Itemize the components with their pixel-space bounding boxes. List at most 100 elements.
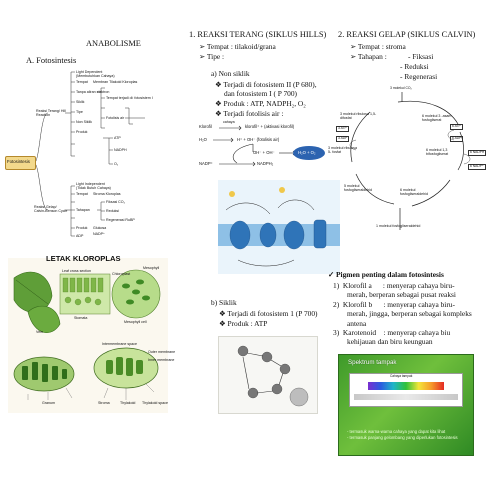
calvin-bpg: 6 molekul 1,3 bifosfogliserat bbox=[426, 148, 449, 157]
arrow-bullet-icon: ➢ bbox=[350, 42, 358, 51]
stage-item: - Reduksi bbox=[400, 62, 429, 71]
check-bullet-icon: ❖ bbox=[219, 309, 228, 318]
tree-dark-item: NADP⁺ bbox=[93, 232, 105, 236]
photolysis-nadp: NADP⁺ bbox=[199, 161, 213, 166]
photolysis-arrows bbox=[213, 125, 325, 167]
label-stroma: Stroma bbox=[98, 401, 110, 405]
arrow-bullet-icon: ➢ bbox=[199, 42, 207, 51]
spektrum-tampak-slide: Spektrum tampak Cahaya tampak - termasuk… bbox=[338, 354, 474, 456]
check-bullet-icon: ✓ bbox=[328, 270, 337, 279]
calvin-adp3: 3 ADP bbox=[336, 136, 350, 142]
tree-light-item: ATP bbox=[114, 136, 121, 140]
tree-dark-item: Tempat bbox=[76, 192, 88, 196]
label-outer-membrane: Outer membrane bbox=[148, 350, 176, 354]
siklik-diagram bbox=[218, 336, 318, 414]
calvin-nadph: 6 NADPH bbox=[468, 150, 487, 156]
branch-light-label: Reaksi Terang/ Hill Reaction bbox=[36, 109, 66, 118]
calvin-nadp: 6 NADP⁺ bbox=[468, 164, 486, 170]
tree-dark-item: Fiksasi CO₂ bbox=[106, 200, 125, 204]
pigment-item: 3) Karotenoid : menyerap cahaya biu kehi… bbox=[333, 328, 451, 347]
slide-text-1: - termasuk warna-warna cahaya yang dapat… bbox=[347, 429, 446, 434]
non-siklik-item: ❖ Terjadi di fotosistem II (P 680), dan … bbox=[215, 80, 317, 99]
check-bullet-icon: ❖ bbox=[219, 319, 228, 328]
photolysis-h2o: H₂O bbox=[199, 137, 207, 142]
stage-item: - Fiksasi bbox=[408, 52, 434, 61]
non-siklik-item: ❖ Produk : ATP, NADPH₂, O₂ bbox=[215, 99, 306, 108]
tree-dark-item: Light Independent bbox=[76, 182, 105, 186]
label-inner-membrane: Inner membrane bbox=[148, 358, 175, 362]
photolysis-klorofil-plus: klorofil⁺ + (aktivasi klorofil) bbox=[245, 124, 295, 129]
tree-light-item: Membran Tilakoid Kloroplas bbox=[93, 80, 138, 84]
spectrum-caption: Cahaya tampak bbox=[390, 374, 413, 378]
tree-light-item: Siklik bbox=[76, 100, 85, 104]
label-mesophyll: Mesophyll bbox=[143, 266, 160, 270]
photolysis-cahaya: cahaya bbox=[223, 120, 235, 124]
label-chloroplast: Chloroplast bbox=[112, 272, 131, 276]
tree-light-item: (Membutuhkan Cahaya) bbox=[76, 74, 115, 78]
siklik-item: ❖ Terjadi di fotosistem 1 (P 700) bbox=[219, 309, 318, 318]
root-label: Fotosintesis bbox=[7, 159, 30, 164]
calvin-co2: 3 molekul CO₂ bbox=[390, 86, 412, 90]
tree-light-item: Tempat terjadi di: fotosistem I bbox=[106, 96, 153, 100]
spectrum-panel: Cahaya tampak bbox=[349, 373, 463, 407]
calvin-rubp: 3 molekul ribulosa 1,5- difosfat bbox=[340, 112, 377, 121]
photolysis-h2o-o2: H₂O + O₂ bbox=[298, 150, 316, 155]
branch-dark-label: Reaksi Gelap/ Calvin-Benson Cycle bbox=[34, 205, 68, 214]
calvin-g3p5: 5 molekul fosfogliseraldehid bbox=[344, 184, 372, 193]
tree-dark-item: Glukosa bbox=[93, 226, 107, 230]
check-bullet-icon: ❖ bbox=[215, 80, 224, 89]
pigmen-heading: ✓ Pigmen penting dalam fotosintesis bbox=[328, 270, 444, 279]
tree-dark-item: Produk bbox=[76, 226, 88, 230]
calvin-g3p: 6 molekul fosfogliseraldehid bbox=[400, 188, 428, 197]
section-a-heading: A. Fotosintesis bbox=[26, 56, 77, 65]
arrow-bullet-icon: ➢ bbox=[199, 52, 207, 61]
calvin-pga: 6 molekul 3 -asam fosfogliserat bbox=[422, 114, 452, 123]
calvin-adp6: 6 ADP bbox=[450, 136, 464, 142]
bullet-tipe: ➢ Tipe : bbox=[199, 52, 225, 61]
non-siklik-label: a) Non siklik bbox=[211, 69, 250, 78]
calvin-cycle-arrows bbox=[349, 92, 471, 230]
thylakoid-membrane-figure bbox=[218, 180, 340, 274]
label-intermembrane-space: Intermembrane space bbox=[102, 342, 137, 346]
tree-light-item: Light Dependent bbox=[76, 70, 103, 74]
stage-item: - Regenerasi bbox=[400, 72, 438, 81]
tree-dark-item: Stroma Kloroplas bbox=[93, 192, 121, 196]
tree-dark-item: Regenerasi RuBP bbox=[106, 218, 135, 222]
label-leaf-cross-section: Leaf cross section bbox=[62, 269, 91, 273]
arrow-bullet-icon: ➢ bbox=[350, 52, 358, 61]
tree-dark-item: ADP bbox=[76, 234, 84, 238]
calvin-cycle-diagram: 3 molekul CO₂ 3 molekul ribulosa 1,5- di… bbox=[328, 84, 490, 249]
em-spectrum-bar bbox=[354, 394, 458, 400]
pigment-item: 2) Klorofil b : menyerap cahaya biru- me… bbox=[333, 300, 472, 328]
calvin-rib: 3 molekul ribulosa 5- fosfat bbox=[328, 146, 357, 155]
check-bullet-icon: ❖ bbox=[215, 109, 224, 118]
non-siklik-item: ❖ Terjadi fotolisis air : bbox=[215, 109, 284, 118]
photolysis-klorofil: Klorofil bbox=[199, 124, 212, 129]
siklik-item: ❖ Produk : ATP bbox=[219, 319, 268, 328]
photolysis-diagram: Klorofil cahaya klorofil⁺ + (aktivasi kl… bbox=[199, 120, 329, 168]
thylakoid-illustration bbox=[218, 187, 340, 267]
label-stomata: Stomata bbox=[74, 316, 88, 320]
kloroplas-figure: LETAK KLOROPLAS bbox=[8, 254, 175, 413]
tree-light-item: NADPH bbox=[114, 148, 127, 152]
label-thylakoid: Thylakoid bbox=[120, 401, 136, 405]
tree-light-item: Tempat bbox=[76, 80, 88, 84]
visible-spectrum-bar bbox=[368, 382, 444, 390]
slide-title: Spektrum tampak bbox=[348, 359, 397, 366]
tree-light-item: Tanpa aliran elektron bbox=[76, 90, 110, 94]
photolysis-h-oh: H⁺ + OH⁻ (fotolisis air) bbox=[237, 137, 280, 142]
label-granum: Granum bbox=[42, 401, 55, 405]
photolysis-nadph2: NADPH₂ bbox=[257, 161, 274, 166]
calvin-atp6: 6 ATP bbox=[450, 124, 463, 130]
anabolisme-title: ANABOLISME bbox=[86, 39, 141, 48]
pigment-item: 1) Klorofil a : menyerap cahaya biru- me… bbox=[333, 281, 456, 300]
label-thylakoid-space: Thylakoid space bbox=[142, 401, 168, 405]
tree-light-item: Non Siklik bbox=[76, 120, 92, 124]
tree-light-item: Tipe bbox=[76, 110, 83, 114]
siklik-label: b) Siklik bbox=[211, 298, 237, 307]
calvin-atp3: 3 ATP bbox=[336, 126, 349, 132]
tree-dark-item: Reduksi bbox=[106, 209, 119, 213]
label-mesophyll-cell: Mesophyll cell bbox=[124, 320, 147, 324]
bullet-tahapan: ➢ Tahapan : bbox=[350, 52, 387, 61]
tree-light-item: Fotolisis air bbox=[106, 116, 125, 120]
